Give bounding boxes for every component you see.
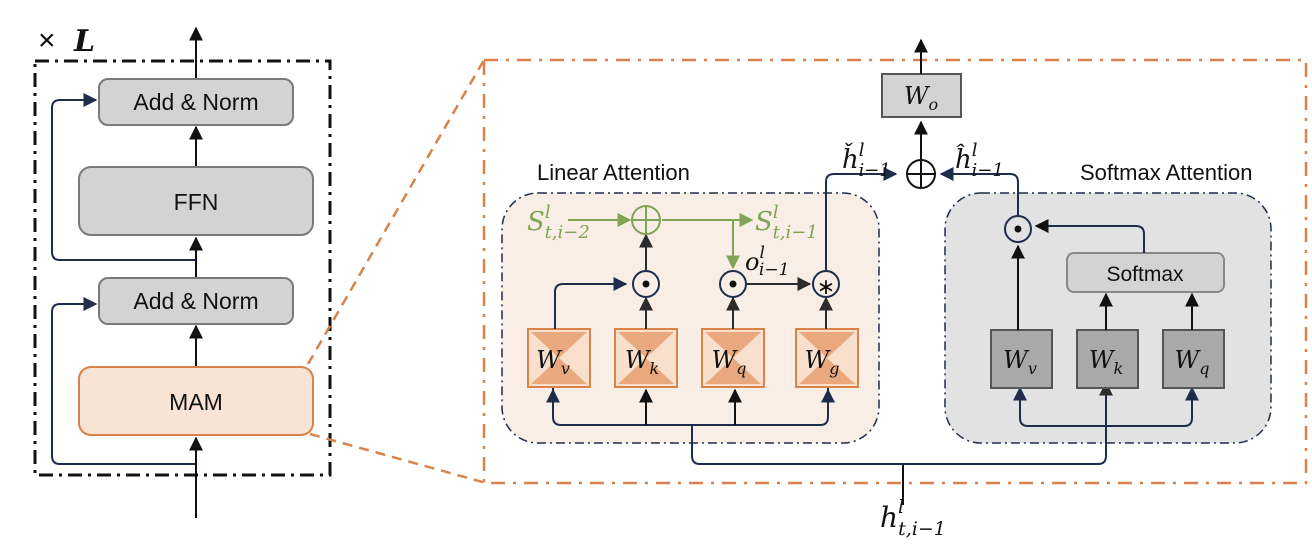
softmax-output-to-merge-arrow: [939, 167, 1019, 216]
residual-arrow-top: [51, 93, 196, 261]
zoom-connector-bottom: [309, 432, 487, 485]
layer-stack: × L Add & Norm FFN Add & Norm MAM: [33, 24, 332, 518]
linear-output-to-merge-arrow: [825, 167, 898, 270]
input-route-linear: [691, 425, 903, 465]
gate-multiply-icon: [812, 270, 840, 298]
linear-weight-wq[interactable]: Wq: [701, 328, 765, 388]
softmax-internals: Wv Wk Wq Softmax: [939, 167, 1225, 389]
repeat-block-border: [33, 59, 332, 477]
softmax-weight-wv[interactable]: Wv: [990, 329, 1053, 389]
softmax-box[interactable]: Softmax: [1066, 252, 1225, 293]
linear-weight-wk[interactable]: Wk: [614, 328, 678, 388]
linear-weight-wg[interactable]: Wg: [795, 328, 859, 388]
mam-label: MAM: [169, 389, 223, 415]
softmax-label: Softmax: [1106, 263, 1184, 286]
svg-text:Wk: Wk: [1089, 346, 1123, 378]
softmax-attention-panel: Softmax Attention: [944, 160, 1272, 444]
mam-box[interactable]: MAM: [78, 366, 314, 436]
add-norm-bottom-label: Add & Norm: [133, 288, 258, 314]
ffn-box[interactable]: FFN: [78, 166, 314, 236]
gate-symbol: ∗: [817, 274, 835, 299]
svg-text:Wg: Wg: [805, 346, 840, 378]
input-route-softmax: [903, 381, 1113, 465]
linear-attention-container: [501, 192, 880, 444]
zoom-connector-top: [306, 59, 486, 365]
softmax-attention-title: Softmax Attention: [1080, 160, 1252, 185]
softmax-attention-container: [944, 192, 1272, 444]
linear-input-bus: [552, 388, 829, 426]
softmax-input-bus: [1019, 386, 1193, 427]
add-norm-bottom-box[interactable]: Add & Norm: [98, 277, 294, 325]
residual-arrow-bottom: [51, 297, 196, 465]
svg-text:Wq: Wq: [1175, 346, 1210, 378]
add-norm-top-box[interactable]: Add & Norm: [98, 78, 294, 126]
linear-weight-wv[interactable]: Wv: [527, 328, 591, 388]
wv-to-hadamard-arrow: [554, 277, 628, 329]
mam-detail-border: [482, 58, 1308, 485]
softmax-weight-wk[interactable]: Wk: [1076, 329, 1139, 389]
svg-text:Wq: Wq: [712, 346, 747, 378]
repeat-times-symbol: ×: [38, 24, 56, 57]
linear-attention-title: Linear Attention: [537, 160, 690, 185]
input-routing: [546, 381, 1199, 505]
svg-text:Wk: Wk: [625, 346, 659, 378]
repeat-count-L: L: [73, 24, 95, 59]
svg-text:Wv: Wv: [536, 346, 570, 378]
output-projection-wo[interactable]: Wo: [881, 73, 962, 118]
svg-text:Wv: Wv: [1003, 346, 1037, 378]
ffn-label: FFN: [174, 189, 219, 215]
linear-attention-panel: Linear Attention: [501, 160, 880, 444]
hadamard-kv-icon: [632, 270, 660, 298]
svg-text:Wo: Wo: [904, 82, 938, 114]
softmax-to-hadamard-arrow: [1034, 219, 1145, 253]
add-norm-top-label: Add & Norm: [133, 89, 258, 115]
hadamard-q-icon: [719, 270, 747, 298]
softmax-weight-wq[interactable]: Wq: [1162, 329, 1225, 389]
